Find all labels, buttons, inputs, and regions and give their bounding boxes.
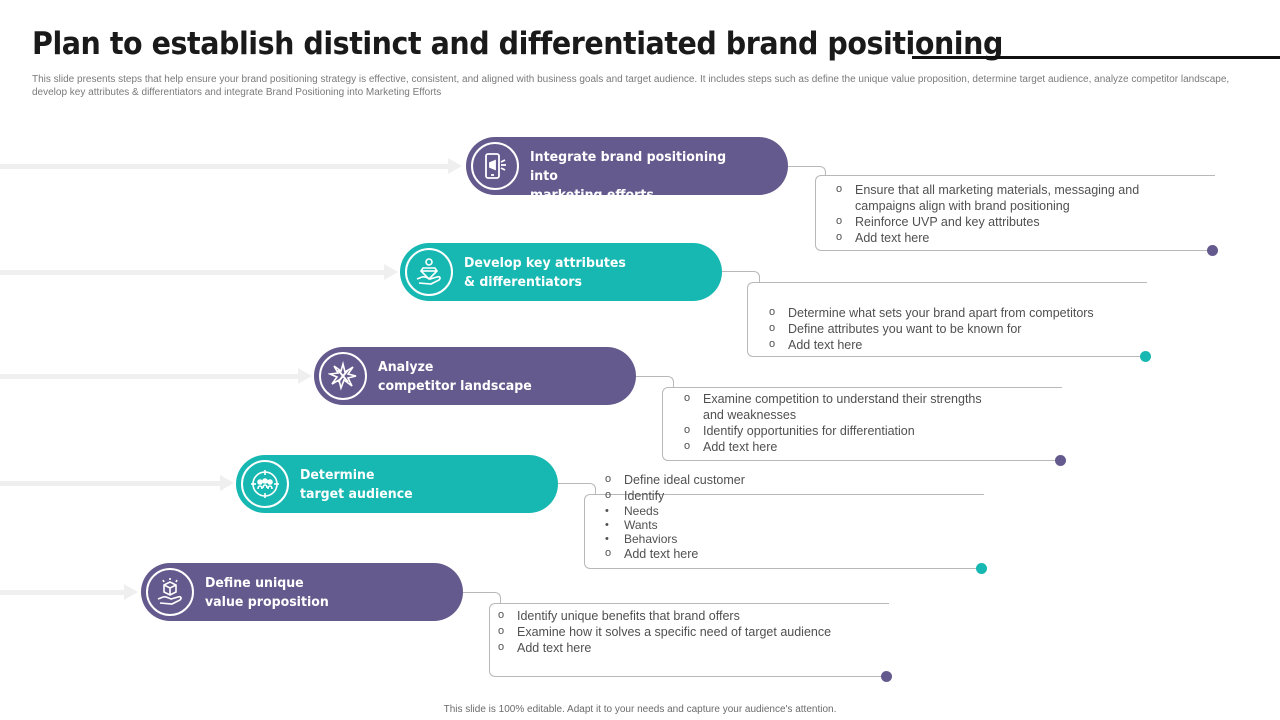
step-4-item: Define ideal customer	[605, 471, 905, 488]
step-1-item: Ensure that all marketing materials, mes…	[836, 181, 1176, 214]
step-1-item: Add text here	[836, 229, 1176, 246]
step-4-sub-item: Wants	[605, 518, 905, 532]
step-5-pill[interactable]: Define unique value proposition	[141, 563, 463, 621]
step-5-item: Add text here	[498, 639, 878, 656]
step-4-dot	[976, 563, 987, 574]
step-4-sub-list: Needs Wants Behaviors	[605, 504, 905, 546]
step-4-connector	[558, 483, 596, 495]
step-2-pill[interactable]: Develop key attributes & differentiators	[400, 243, 722, 301]
target-audience-icon	[241, 460, 289, 508]
step-4-item: Identify	[605, 487, 905, 504]
step-2-arrow	[0, 264, 398, 280]
step-2-bracket	[747, 282, 1147, 357]
step-3-item: Examine competition to understand their …	[684, 390, 1004, 423]
step-2-connector	[722, 271, 760, 283]
step-1-item: Reinforce UVP and key attributes	[836, 213, 1176, 230]
step-1-pill[interactable]: Integrate brand positioning into marketi…	[466, 137, 788, 203]
step-4-sub-list-wrapper: Needs Wants Behaviors	[605, 504, 905, 546]
step-4-details: Define ideal customer Identify Needs Wan…	[605, 471, 905, 562]
page-subtitle: This slide presents steps that help ensu…	[32, 74, 1230, 98]
step-3-item: Add text here	[684, 438, 1004, 455]
step-3-dot	[1055, 455, 1066, 466]
step-5-item: Identify unique benefits that brand offe…	[498, 607, 878, 624]
step-3-item: Identify opportunities for differentiati…	[684, 422, 1004, 439]
hand-box-icon	[146, 568, 194, 616]
step-1-dot	[1207, 245, 1218, 256]
step-4-sub-item: Behaviors	[605, 532, 905, 546]
step-4-sub-item: Needs	[605, 504, 905, 518]
step-3-arrow	[0, 368, 312, 384]
step-3-bracket	[662, 387, 1062, 461]
page-title: Plan to establish distinct and different…	[32, 26, 1003, 62]
step-2-label: Develop key attributes & differentiators	[464, 255, 626, 290]
step-5-dot	[881, 671, 892, 682]
step-1-details: Ensure that all marketing materials, mes…	[836, 181, 1176, 246]
step-5-arrow	[0, 584, 138, 600]
step-1-bracket	[815, 175, 1215, 251]
step-2-dot	[1140, 351, 1151, 362]
step-1-connector	[788, 166, 826, 176]
step-1-label: Integrate brand positioning into marketi…	[530, 149, 727, 203]
step-4-arrow	[0, 475, 234, 491]
clash-icon	[319, 352, 367, 400]
step-3-details: Examine competition to understand their …	[684, 390, 1004, 455]
step-3-connector	[636, 376, 674, 388]
step-3-label: Analyze competitor landscape	[378, 359, 532, 394]
step-5-bracket	[489, 603, 889, 677]
step-5-details: Identify unique benefits that brand offe…	[498, 607, 878, 656]
step-2-item: Add text here	[769, 336, 1129, 353]
title-rule	[912, 56, 1280, 59]
step-1-arrow	[0, 158, 462, 174]
hand-diamond-icon	[405, 248, 453, 296]
phone-megaphone-icon	[471, 142, 519, 190]
step-2-item: Define attributes you want to be known f…	[769, 320, 1129, 337]
step-4-pill[interactable]: Determine target audience	[236, 455, 558, 513]
step-5-connector	[463, 592, 501, 604]
step-2-details: Determine what sets your brand apart fro…	[769, 304, 1129, 353]
step-3-pill[interactable]: Analyze competitor landscape	[314, 347, 636, 405]
step-5-item: Examine how it solves a specific need of…	[498, 623, 878, 640]
step-5-label: Define unique value proposition	[205, 575, 329, 610]
step-2-item: Determine what sets your brand apart fro…	[769, 304, 1129, 321]
step-4-label: Determine target audience	[300, 467, 413, 502]
footer-note: This slide is 100% editable. Adapt it to…	[443, 704, 837, 715]
step-4-item: Add text here	[605, 545, 905, 562]
